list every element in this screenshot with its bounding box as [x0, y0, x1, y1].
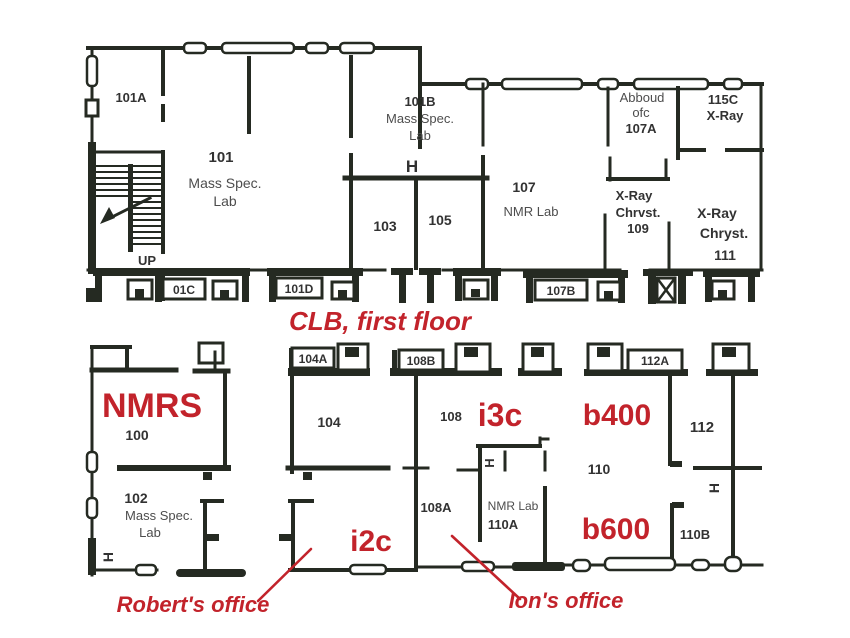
- room-101b-name-2: Lab: [409, 128, 431, 143]
- lower-floor-labels: NMRS 100 102 Mass Spec. Lab H 104 108 i3…: [100, 387, 722, 562]
- stairs-up-label: UP: [138, 253, 156, 268]
- room-102-name-2: Lab: [139, 525, 161, 540]
- room-115c-line2: X-Ray: [707, 108, 745, 123]
- room-109-line3: 109: [627, 221, 649, 236]
- annotation-b600: b600: [582, 513, 650, 546]
- room-103-label: 103: [373, 218, 397, 234]
- hall-marker-upper: H: [406, 157, 418, 176]
- room-110b-label: 110B: [680, 527, 710, 542]
- roberts-office-pointer-line: [256, 547, 313, 603]
- bench-unlabeled-1: [93, 268, 165, 301]
- floor-caption: CLB, first floor: [289, 306, 473, 336]
- closet-104a: 104A: [288, 342, 370, 376]
- room-101-name-1: Mass Spec.: [188, 175, 261, 191]
- room-107a-line2: ofc: [632, 105, 650, 120]
- room-105-label: 105: [428, 212, 452, 228]
- office-annotations: Robert's office Ion's office: [117, 534, 624, 617]
- room-100-label: 100: [125, 427, 149, 443]
- room-109-line1: X-Ray: [616, 188, 654, 203]
- roberts-office-label: Robert's office: [117, 592, 270, 617]
- ions-office-pointer-line: [450, 534, 522, 601]
- room-108a-label: 108A: [420, 500, 452, 515]
- room-112a-label: 112A: [641, 354, 669, 368]
- room-111-line3: 111: [714, 247, 736, 263]
- room-101b-name-1: Mass Spec.: [386, 111, 454, 126]
- ions-office-label: Ion's office: [509, 588, 624, 613]
- room-104-label: 104: [317, 414, 341, 430]
- room-107-number: 107: [512, 179, 536, 195]
- room-110a-number: 110A: [488, 517, 519, 532]
- window-row-lower: 104A 108B 112A: [288, 342, 758, 376]
- bench-01c-label: 01C: [173, 283, 195, 297]
- room-107a-line1: Abboud: [620, 90, 665, 105]
- annotation-i3c: i3c: [478, 397, 522, 433]
- window-right: [706, 342, 758, 376]
- bench-unlabeled-3: [703, 269, 760, 302]
- bench-107b: 107B: [523, 270, 628, 303]
- room-109-line2: Chrvst.: [616, 205, 661, 220]
- room-101-name-2: Lab: [213, 193, 237, 209]
- closet-112a: 112A: [584, 342, 688, 376]
- bench-01c: 01C: [153, 268, 250, 302]
- annotation-b400: b400: [583, 399, 651, 432]
- room-101-number: 101: [208, 149, 233, 166]
- room-101a-label: 101A: [115, 90, 147, 105]
- room-110-label: 110: [588, 461, 611, 477]
- bench-101d-label: 101D: [285, 282, 314, 296]
- stairwell: UP: [92, 150, 165, 268]
- room-108-label: 108: [440, 409, 462, 424]
- room-108b-label: 108B: [407, 354, 436, 368]
- bench-101d: 101D: [267, 268, 363, 302]
- hall-marker-112: H: [706, 483, 722, 493]
- room-111-line2: Chryst.: [700, 225, 748, 241]
- door-symbol-x: [643, 269, 693, 304]
- room-107a-line3: 107A: [625, 121, 657, 136]
- room-110a-name: NMR Lab: [488, 499, 539, 513]
- annotation-i2c: i2c: [350, 525, 392, 558]
- upper-floor-walls: [84, 41, 764, 302]
- hall-marker-110a: H: [482, 458, 497, 467]
- room-111-line1: X-Ray: [697, 205, 737, 221]
- stairs-direction-arrow: [100, 207, 115, 224]
- room-107-name: NMR Lab: [504, 204, 559, 219]
- hall-marker-102: H: [100, 552, 116, 562]
- annotation-nmrs: NMRS: [102, 387, 202, 425]
- bench-unlabeled-2: [453, 268, 501, 301]
- lower-floor-walls: [85, 341, 764, 577]
- room-101b-number: 101B: [404, 94, 435, 109]
- bench-107b-label: 107B: [547, 284, 576, 298]
- room-112-label: 112: [690, 419, 714, 436]
- door-symbol-1: [391, 268, 441, 303]
- window-mid: [518, 342, 562, 376]
- room-115c-line1: 115C: [708, 92, 739, 107]
- room-102-name-1: Mass Spec.: [125, 508, 193, 523]
- closet-108b: 108B: [390, 342, 502, 376]
- upper-floor-labels: 101A 101 Mass Spec. Lab 101B Mass Spec. …: [115, 90, 748, 263]
- room-102-number: 102: [124, 490, 148, 506]
- bench-row-upper: 01C 101D 107B: [93, 268, 760, 304]
- room-104a-label: 104A: [299, 352, 328, 366]
